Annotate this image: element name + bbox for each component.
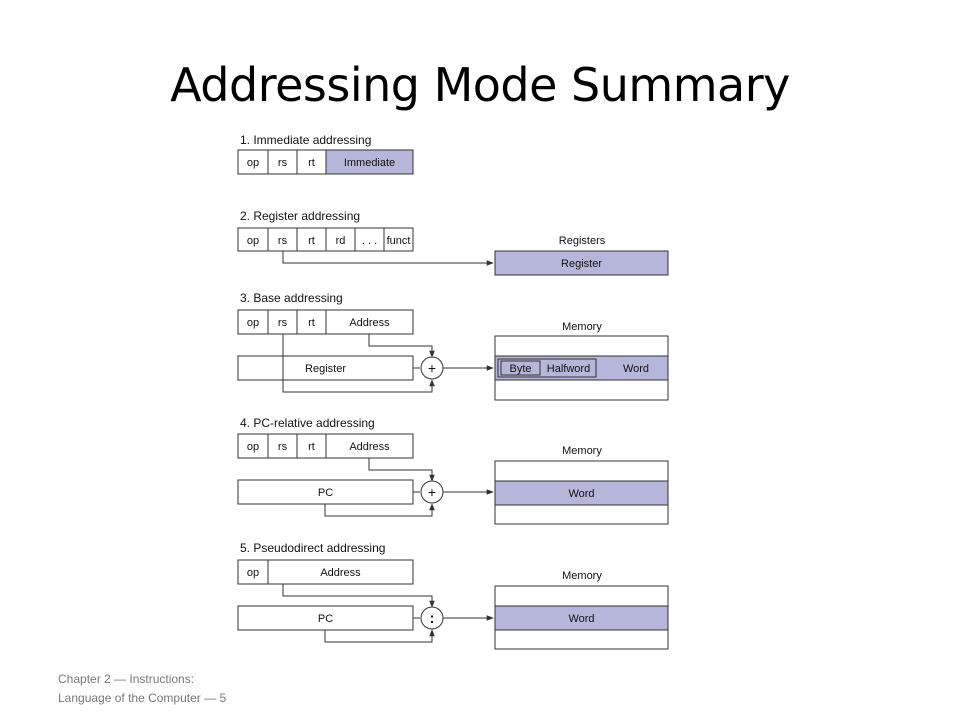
register-cell-label: Register <box>561 258 602 270</box>
mode-5-heading: 5. Pseudodirect addressing <box>240 541 385 555</box>
registers-title: Registers <box>559 235 606 247</box>
adder-symbol: + <box>428 360 436 376</box>
pc-box <box>237 605 414 631</box>
field-op: op <box>247 441 259 453</box>
memory-word-row <box>494 605 669 631</box>
byte-label: Byte <box>509 363 531 375</box>
word-label: Word <box>568 488 594 500</box>
field-rs: rs <box>278 441 288 453</box>
field-address: Address <box>320 567 361 579</box>
pc-label: PC <box>318 487 333 499</box>
field-rs: rs <box>278 317 288 329</box>
pc-label: PC <box>318 613 333 625</box>
field-immediate: Immediate <box>344 157 395 169</box>
mode-register: 2. Register addressing op rs rt rd . . .… <box>237 209 669 276</box>
rs-to-adder-arrow <box>282 334 435 393</box>
mode-2-heading: 2. Register addressing <box>240 209 360 223</box>
memory-title: Memory <box>562 445 602 457</box>
field-rt: rt <box>308 441 315 453</box>
field-rd: rd <box>336 235 346 247</box>
field-op: op <box>247 157 259 169</box>
field-address: Address <box>349 441 390 453</box>
field-rt: rt <box>308 157 315 169</box>
memory-row <box>494 585 669 607</box>
mode-4-instruction: op rs rt Address <box>237 433 414 459</box>
mode-base: 3. Base addressing op rs rt Address Regi… <box>237 291 669 401</box>
mode-1-instruction: op rs rt Immediate <box>237 149 414 175</box>
register-arrow <box>282 251 494 266</box>
halfword-outline <box>497 358 597 378</box>
memory-row <box>494 504 669 525</box>
footer: Chapter 2 — Instructions: Language of th… <box>58 670 226 708</box>
field-funct: funct <box>387 235 411 247</box>
field-op: op <box>247 235 259 247</box>
concat-symbol: : <box>430 610 435 627</box>
word-label: Word <box>568 613 594 625</box>
base-register-label: Register <box>305 363 346 375</box>
adder-symbol: + <box>428 484 436 500</box>
memory-title: Memory <box>562 570 602 582</box>
field-rs: rs <box>278 235 288 247</box>
slide-title: Addressing Mode Summary <box>170 58 790 112</box>
address-to-adder-arrow <box>368 458 435 482</box>
footer-line-1: Chapter 2 — Instructions: <box>58 672 195 686</box>
address-to-concat-arrow <box>282 584 435 608</box>
memory-row <box>494 629 669 650</box>
mode-2-instruction: op rs rt rd . . . funct <box>237 227 414 252</box>
halfword-label: Halfword <box>547 363 590 375</box>
footer-line-2: Language of the Computer — 5 <box>58 691 227 705</box>
mode-5-instruction: op Address <box>237 559 414 585</box>
base-register-box <box>237 355 414 381</box>
memory-title: Memory <box>562 321 602 333</box>
memory-row <box>494 379 669 401</box>
field-ellipsis: . . . <box>362 235 377 247</box>
register-cell <box>494 250 669 276</box>
pc-to-adder-arrow <box>324 503 435 517</box>
field-rs: rs <box>278 157 288 169</box>
pc-to-concat-arrow <box>324 629 435 643</box>
byte-outline <box>500 360 541 376</box>
field-rt: rt <box>308 317 315 329</box>
field-address: Address <box>349 317 390 329</box>
mode-4-heading: 4. PC-relative addressing <box>240 416 375 430</box>
mode-1-heading: 1. Immediate addressing <box>240 133 371 147</box>
mode-pc-relative: 4. PC-relative addressing op rs rt Addre… <box>237 416 669 525</box>
address-to-adder-arrow <box>368 334 435 358</box>
field-op: op <box>247 567 259 579</box>
memory-row <box>494 460 669 482</box>
mode-pseudodirect: 5. Pseudodirect addressing op Address PC… <box>237 541 669 650</box>
word-label: Word <box>623 363 649 375</box>
mode-3-heading: 3. Base addressing <box>240 291 343 305</box>
memory-row <box>494 335 669 357</box>
mode-immediate: 1. Immediate addressing op rs rt Immedia… <box>237 133 414 175</box>
field-rt: rt <box>308 235 315 247</box>
mode-3-instruction: op rs rt Address <box>237 309 414 335</box>
field-op: op <box>247 317 259 329</box>
